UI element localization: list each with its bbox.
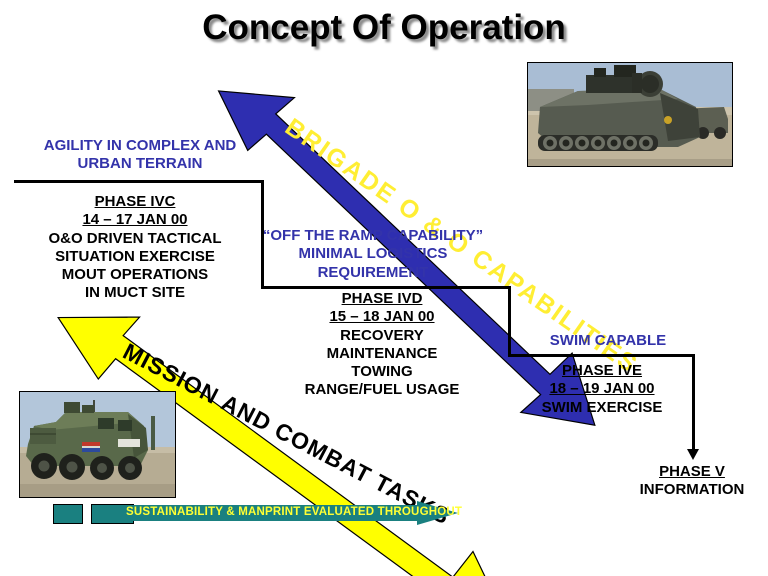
phase-ivc-dates: 14 – 17 JAN 00 <box>82 211 188 229</box>
page-title: Concept Of Operation <box>202 8 566 47</box>
tracked-vehicle-illustration <box>528 63 732 166</box>
phase-ivd-block: PHASE IVD 15 – 18 JAN 00 RECOVERY MAINTE… <box>272 290 492 400</box>
photo-wheeled-apc <box>19 391 176 498</box>
connector-line-1-vertical <box>261 180 264 288</box>
heading-ramp-line2: MINIMAL LOGISTICS <box>298 245 448 263</box>
phase-ivd-name: PHASE IVD <box>341 290 423 307</box>
blue-capability-arrow <box>153 86 631 471</box>
connector-line-2-vertical <box>508 286 511 356</box>
banner-arrow-shape <box>117 501 458 525</box>
phase-ivd-line3: RECOVERY <box>340 326 424 344</box>
phase-ivd-dates: 15 – 18 JAN 00 <box>329 308 435 326</box>
photo-tracked-vehicle <box>527 62 733 167</box>
phase-ive-dates: 18 – 19 JAN 00 <box>549 380 655 398</box>
phase-ive-name: PHASE IVE <box>561 362 643 379</box>
heading-swim-capable: SWIM CAPABLE <box>508 332 708 350</box>
phase-ivd-line4: MAINTENANCE <box>326 344 438 362</box>
phase-ivc-line6: IN MUCT SITE <box>85 284 185 302</box>
heading-swim-line1: SWIM CAPABLE <box>549 332 667 349</box>
heading-agility-line2: URBAN TERRAIN <box>77 155 203 173</box>
phase-ivd-line6: RANGE/FUEL USAGE <box>304 381 460 399</box>
phase-ivc-block: PHASE IVC 14 – 17 JAN 00 O&O DRIVEN TACT… <box>10 193 260 303</box>
connector-arrowhead-phase-v <box>687 449 699 460</box>
heading-agility-line1: AGILITY IN COMPLEX AND <box>43 137 237 154</box>
phase-ive-line3: SWIM EXERCISE <box>541 398 663 416</box>
connector-line-3-horizontal <box>508 354 695 357</box>
phase-ivc-line5: MOUT OPERATIONS <box>61 266 209 284</box>
wheeled-apc-illustration <box>20 392 175 497</box>
banner-marker-square-1 <box>53 504 83 524</box>
blue-arrow-shape <box>217 90 596 426</box>
phase-ivc-name: PHASE IVC <box>94 193 176 210</box>
phase-v-block: PHASE V INFORMATION <box>612 463 768 500</box>
connector-line-2-horizontal <box>261 286 511 289</box>
heading-ramp-line3: REQUIREMENT <box>317 263 429 281</box>
heading-agility-urban-terrain: AGILITY IN COMPLEX AND URBAN TERRAIN <box>20 137 260 174</box>
phase-ivc-line3: O&O DRIVEN TACTICAL <box>48 229 222 247</box>
phase-ivc-line4: SITUATION EXERCISE <box>55 247 215 265</box>
sustainability-banner-arrow <box>117 501 458 525</box>
heading-ramp-line1: “OFF THE RAMP CAPABILITY” <box>262 227 484 244</box>
sustainability-banner-text: SUSTAINABILITY & MANPRINT EVALUATED THRO… <box>126 506 463 518</box>
phase-ive-block: PHASE IVE 18 – 19 JAN 00 SWIM EXERCISE <box>512 362 692 417</box>
connector-line-1-horizontal <box>14 180 264 183</box>
phase-v-line2: INFORMATION <box>639 481 745 499</box>
phase-v-name: PHASE V <box>659 463 725 480</box>
heading-off-the-ramp: “OFF THE RAMP CAPABILITY” MINIMAL LOGIST… <box>258 227 488 282</box>
phase-ivd-line5: TOWING <box>351 363 413 381</box>
connector-line-3-vertical <box>692 354 695 450</box>
